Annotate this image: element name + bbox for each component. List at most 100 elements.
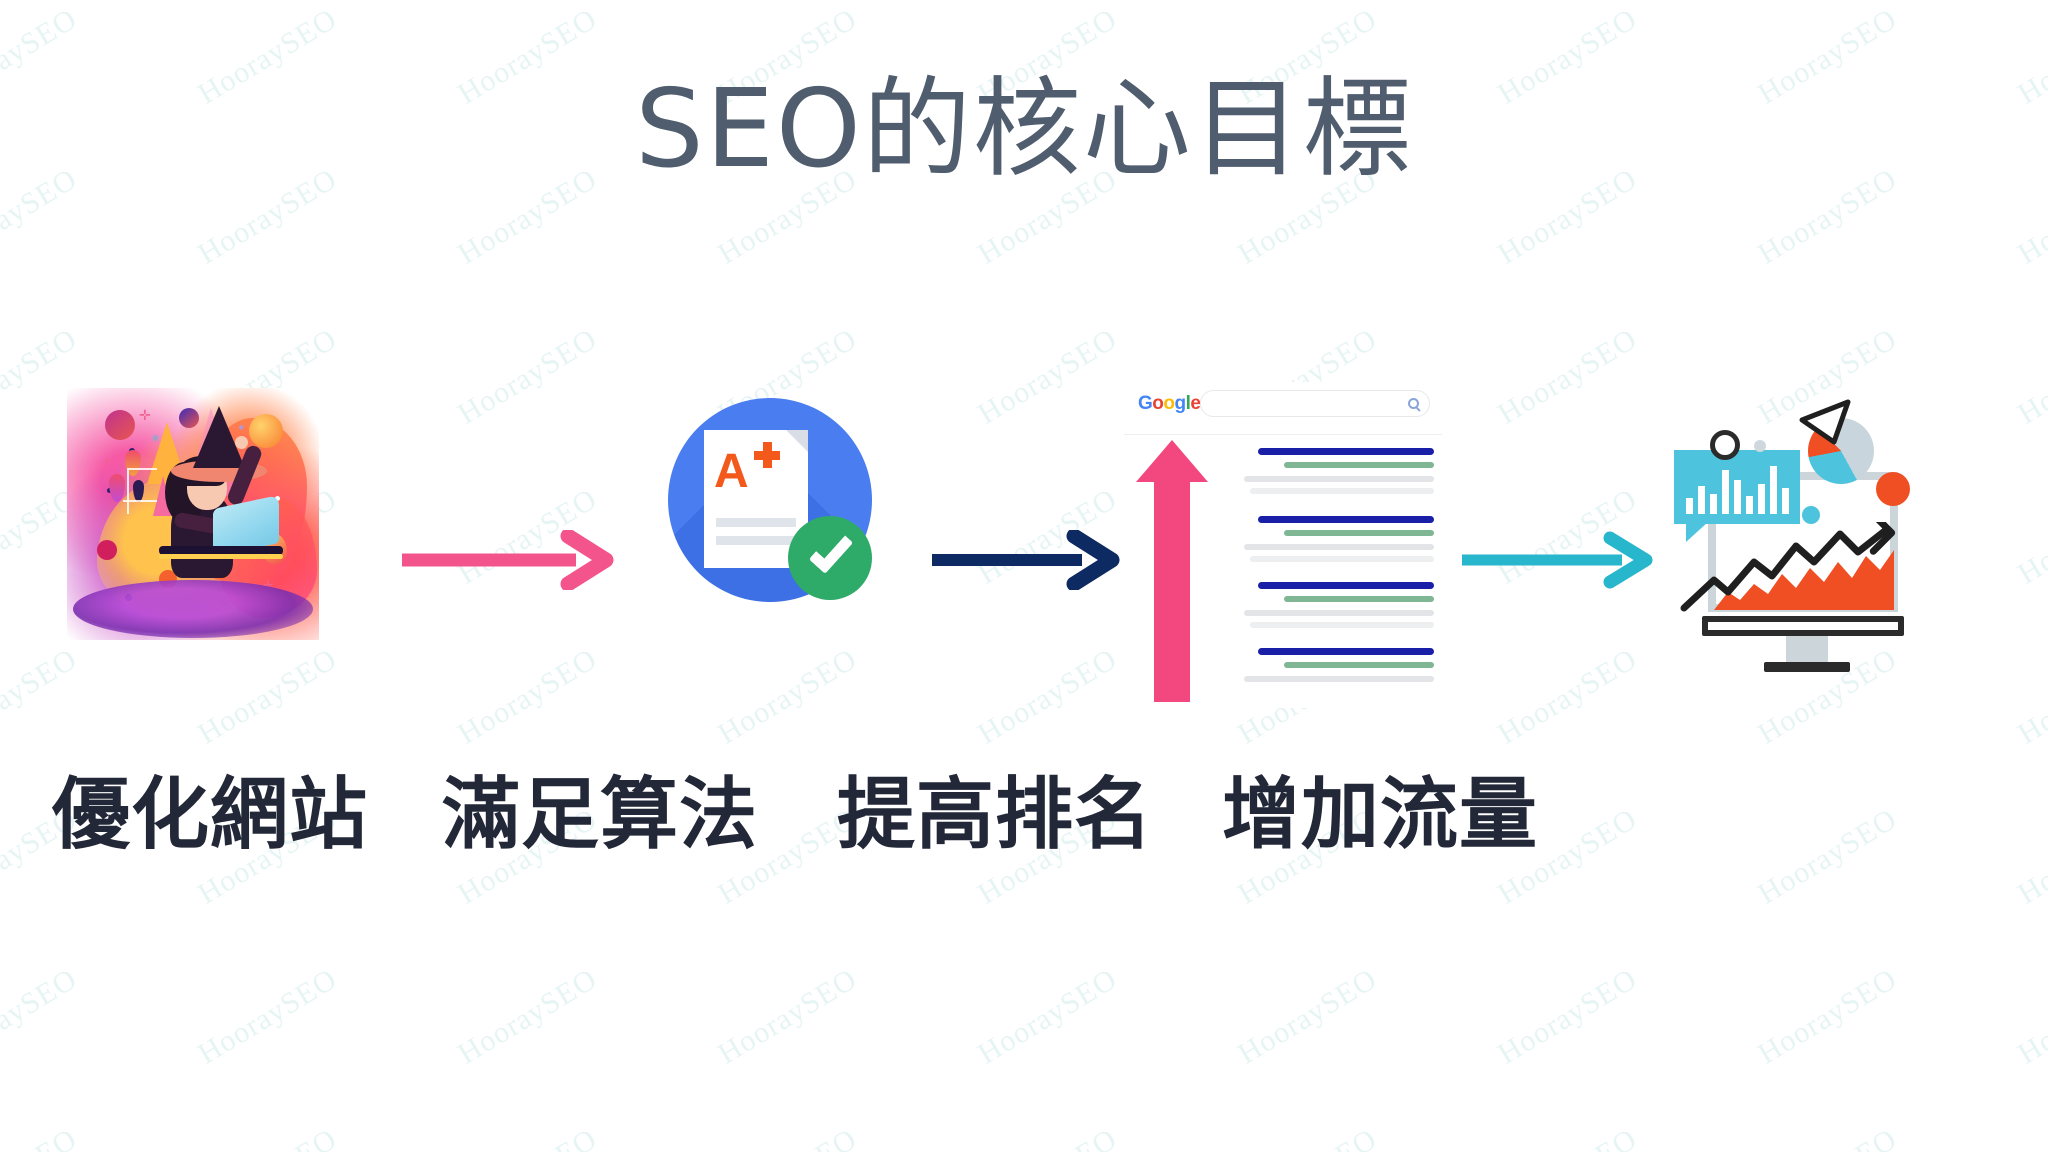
search-icon[interactable] — [1408, 398, 1419, 409]
arrow-right-icon — [1462, 531, 1653, 589]
watermark-text: HooraySEO — [712, 962, 863, 1071]
flow-arrow-3 — [1450, 530, 1670, 590]
illustration-ground — [73, 580, 313, 638]
trend-line-arrow-icon — [1680, 522, 1896, 612]
search-input[interactable] — [1200, 390, 1430, 417]
result-title-bar — [1258, 648, 1434, 655]
laptop-base — [159, 546, 283, 555]
document-text-line — [716, 518, 796, 527]
arrow-right-icon — [932, 528, 1120, 592]
monitor-graphic — [1662, 394, 1962, 694]
check-badge — [788, 516, 872, 600]
bar — [1758, 484, 1765, 514]
watermark-text: HooraySEO — [972, 1122, 1123, 1152]
decor-sparkle: ✛ — [139, 407, 151, 423]
decor-dot — [275, 496, 280, 501]
witch-hand — [235, 436, 248, 449]
pie-slice-outline-icon — [1799, 399, 1851, 445]
watermark-text: HooraySEO — [1232, 962, 1383, 1071]
watermark-text: HooraySEO — [1232, 1122, 1383, 1152]
step-label-1: 優化網站 — [51, 770, 368, 860]
serp-mockup: Google — [1124, 382, 1442, 708]
step-label-2: 滿足算法 — [441, 770, 758, 860]
page-title-text: SEO的核心目標 — [635, 67, 1413, 192]
monitor-keyboard-bar — [1702, 616, 1904, 636]
flow-arrow-1 — [400, 528, 620, 592]
serp-divider — [1124, 434, 1442, 435]
flow-step-1: ✛ ✛ ✦ ✳ ✛ ✦ ✛ ✦ — [62, 380, 392, 730]
google-logo: Google — [1138, 393, 1201, 414]
page-title: SEO的核心目標 — [0, 67, 2048, 192]
result-desc-bar — [1250, 488, 1434, 494]
watermark-text: HooraySEO — [192, 962, 343, 1071]
flow-diagram: ✛ ✛ ✦ ✳ ✛ ✦ ✛ ✦ — [0, 380, 2048, 860]
traffic-analytics-monitor-icon — [1650, 380, 1980, 710]
result-desc-bar — [1250, 556, 1434, 562]
grade-letter: A — [714, 445, 749, 498]
result-title-bar — [1258, 516, 1434, 523]
document-text-line — [716, 536, 796, 545]
step-labels: 優化網站 滿足算法 提高排名 增加流量 — [0, 760, 2048, 880]
step-label-4: 增加流量 — [1221, 770, 1538, 860]
decor-dot — [1876, 472, 1910, 506]
result-desc-bar — [1250, 622, 1434, 628]
witch-with-laptop-illustration: ✛ ✛ ✦ ✳ ✛ ✦ ✛ ✦ — [62, 380, 392, 710]
traffic-area-chart — [1714, 550, 1894, 610]
flow-step-2: A — [640, 380, 970, 730]
result-url-bar — [1284, 530, 1434, 536]
watermark-text: HooraySEO — [0, 962, 83, 1071]
watermark-text: HooraySEO — [192, 1122, 343, 1152]
result-desc-bar — [1244, 544, 1434, 550]
watermark-text: HooraySEO — [972, 962, 1123, 1071]
decor-sparkle: ✛ — [103, 457, 112, 468]
document-fold-corner — [786, 430, 808, 452]
witch-illustration-frame: ✛ ✛ ✦ ✳ ✛ ✦ ✛ ✦ — [67, 388, 319, 640]
a-plus-document-icon: A — [640, 380, 970, 710]
watermark-text: HooraySEO — [0, 1122, 83, 1152]
arrow-right-icon — [402, 528, 614, 592]
arrow-shaft — [1154, 478, 1190, 702]
watermark-text: HooraySEO — [2012, 1122, 2048, 1152]
google-serp-ranking-icon: Google — [1120, 380, 1450, 710]
laptop-base-accent — [159, 554, 283, 559]
flow-arrow-2 — [930, 528, 1130, 592]
result-title-bar — [1258, 582, 1434, 589]
bar — [1770, 466, 1777, 514]
decor-sparkle: ✛ — [263, 578, 274, 592]
monitor-neck — [1786, 636, 1828, 664]
bar — [1782, 488, 1789, 514]
result-desc-bar — [1244, 610, 1434, 616]
serp-header: Google — [1124, 382, 1442, 426]
monitor-foot — [1764, 662, 1850, 672]
decor-circle — [97, 540, 117, 560]
result-desc-bar — [1244, 676, 1434, 682]
bar — [1710, 494, 1717, 514]
watermark-text: HooraySEO — [1752, 1122, 1903, 1152]
watermark-text: HooraySEO — [452, 1122, 603, 1152]
ranking-up-arrow-icon — [1136, 440, 1208, 702]
flow-step-3: Google — [1120, 380, 1450, 730]
watermark-text: HooraySEO — [712, 1122, 863, 1152]
result-url-bar — [1284, 596, 1434, 602]
decor-dot — [1802, 506, 1820, 524]
decor-sparkle: ✳ — [151, 433, 161, 445]
result-url-bar — [1284, 662, 1434, 668]
grade-plus-icon — [754, 442, 780, 468]
bar — [1734, 480, 1741, 514]
result-url-bar — [1284, 462, 1434, 468]
flow-step-4 — [1650, 380, 1980, 730]
result-title-bar — [1258, 448, 1434, 455]
decor-circle — [249, 414, 283, 448]
bar — [1686, 498, 1693, 514]
bar — [1722, 470, 1729, 514]
result-desc-bar — [1244, 476, 1434, 482]
decor-grid — [127, 468, 157, 514]
decor-dot — [1754, 440, 1766, 452]
decor-grid — [123, 500, 157, 502]
bar — [1746, 496, 1753, 514]
watermark-text: HooraySEO — [1492, 1122, 1643, 1152]
step-label-3: 提高排名 — [836, 770, 1153, 860]
watermark-text: HooraySEO — [2012, 962, 2048, 1071]
bar-chart-speech-bubble — [1674, 450, 1800, 542]
